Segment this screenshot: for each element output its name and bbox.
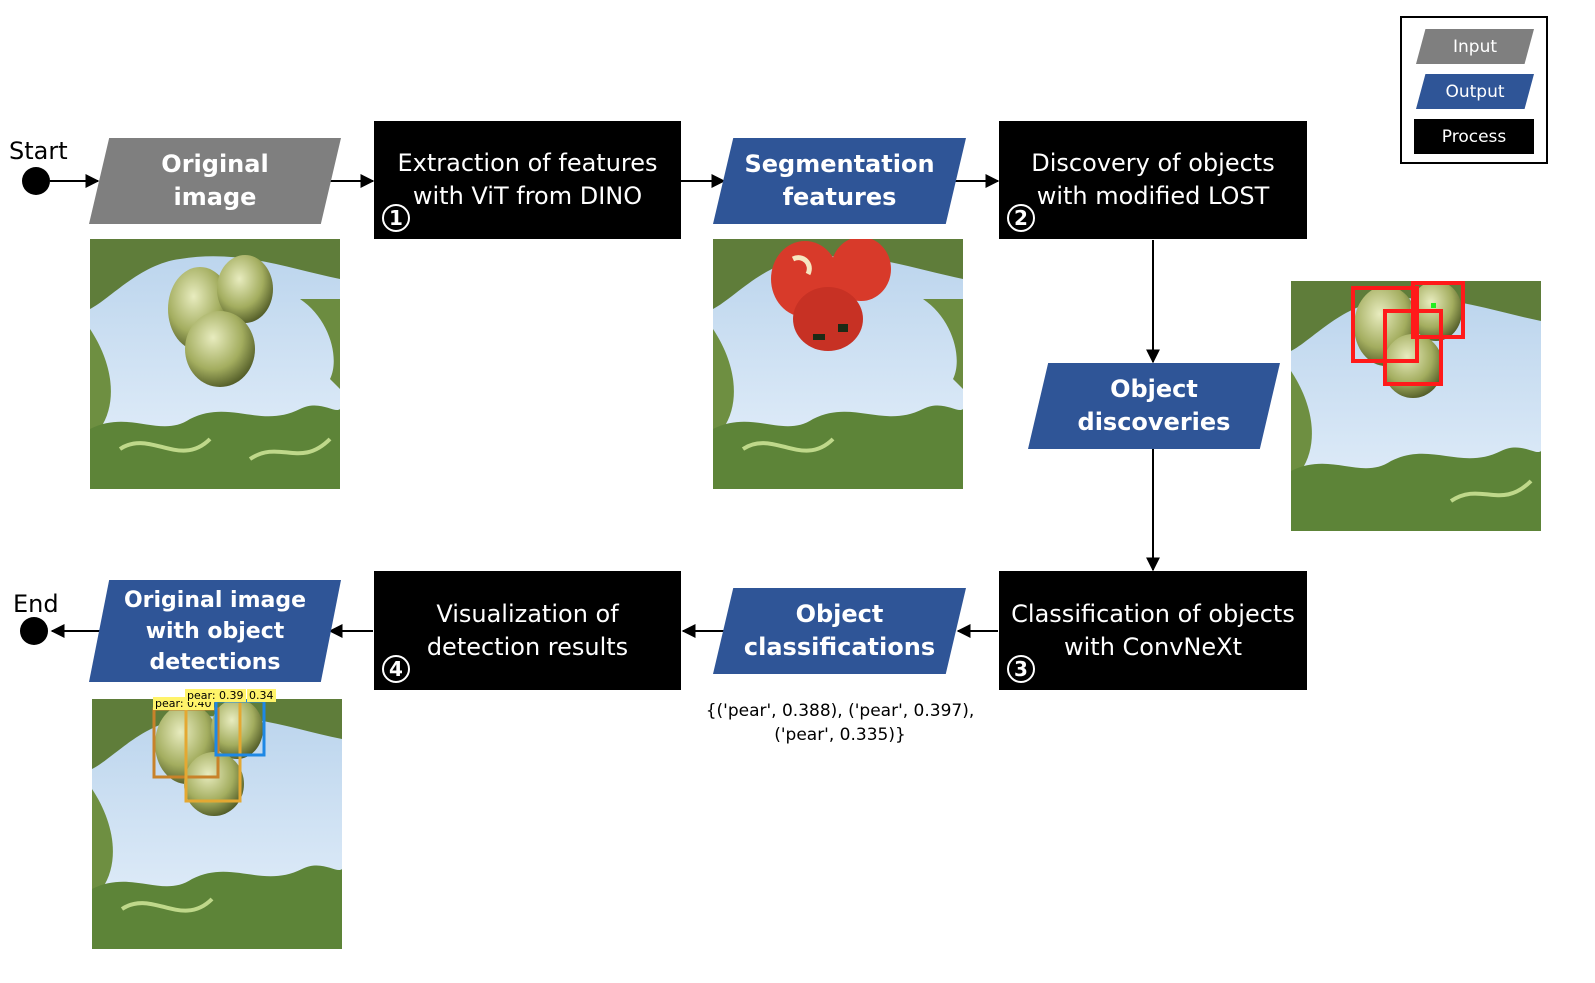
discovery-box-3: [1411, 281, 1465, 339]
step-3-badge: 3: [1007, 655, 1035, 683]
segmentation-features-node: Segmentation features: [713, 138, 966, 224]
start-terminal-icon: [22, 167, 50, 195]
legend-input: Input: [1416, 29, 1534, 64]
output-detections-photo: [92, 699, 342, 949]
detection-label-b: pear: 0.39: [185, 689, 246, 702]
segmentation-features-photo: [713, 239, 963, 489]
legend: Input Output Process: [1400, 16, 1548, 164]
original-pear-photo: [90, 239, 340, 489]
output-image-node: Original image with object detections: [89, 580, 341, 682]
segmentation-features-label: Segmentation features: [744, 150, 935, 211]
output-image-label: Original image with object detections: [123, 587, 307, 675]
discovery-process: Discovery of objects with modified LOST …: [999, 121, 1307, 239]
classification-label: Classification of objects with ConvNeXt: [1011, 599, 1295, 661]
legend-process: Process: [1414, 119, 1534, 154]
object-discoveries-node: Object discoveries: [1028, 363, 1280, 449]
start-label: Start: [9, 137, 68, 165]
detection-label-c: 0.34: [247, 689, 276, 702]
end-label: End: [13, 590, 59, 618]
end-terminal-icon: [20, 617, 48, 645]
classification-result-text: {('pear', 0.388), ('pear', 0.397), ('pea…: [705, 701, 975, 745]
step-4-badge: 4: [382, 655, 410, 683]
discovery-label: Discovery of objects with modified LOST: [1031, 149, 1275, 210]
object-classifications-label: Object classifications: [743, 600, 936, 661]
classification-process: Classification of objects with ConvNeXt …: [999, 571, 1307, 690]
step-1-badge: 1: [382, 204, 410, 232]
extraction-process: Extraction of features with ViT from DIN…: [374, 121, 681, 239]
object-classifications-node: Object classifications: [713, 588, 966, 674]
visualization-label: Visualization of detection results: [426, 599, 629, 661]
extraction-label: Extraction of features with ViT from DIN…: [397, 149, 658, 210]
original-image-label: Original image: [161, 150, 269, 211]
original-image-node: Original image: [89, 138, 341, 224]
legend-output: Output: [1416, 74, 1534, 109]
visualization-process: Visualization of detection results 4: [374, 571, 681, 690]
object-discoveries-photo: [1291, 281, 1541, 531]
object-discoveries-label: Object discoveries: [1077, 375, 1231, 436]
step-2-badge: 2: [1007, 204, 1035, 232]
